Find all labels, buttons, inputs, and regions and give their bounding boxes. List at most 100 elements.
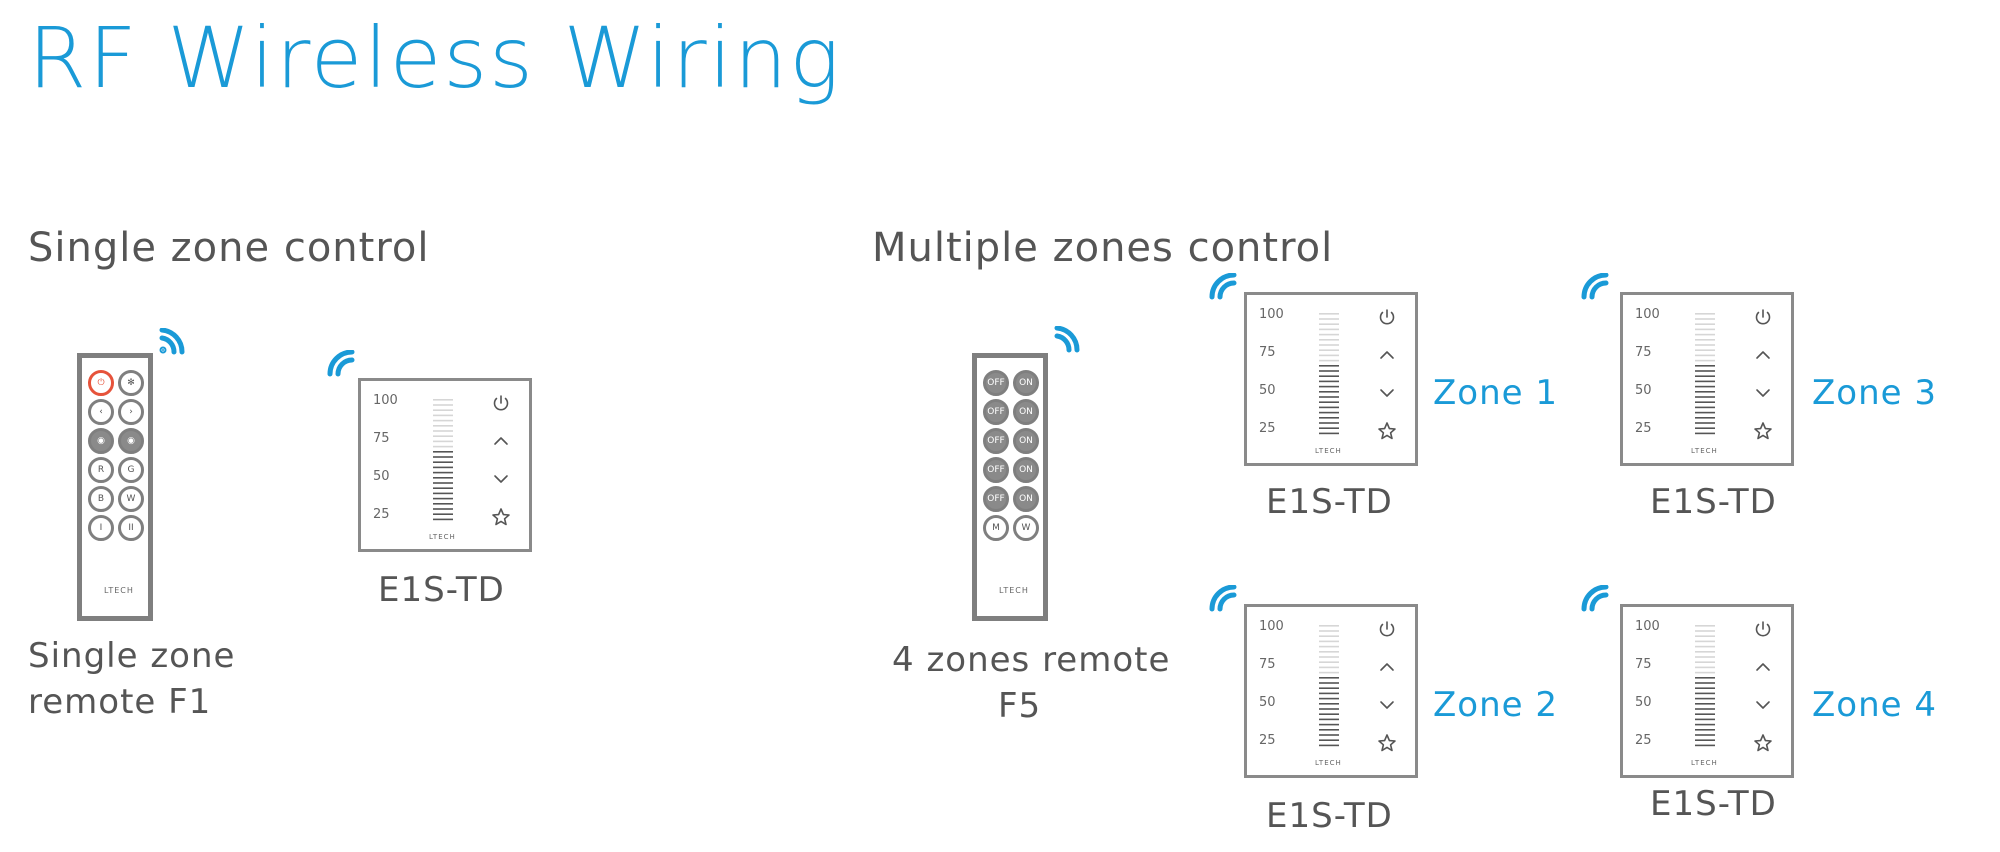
level-label: 75 [373, 431, 390, 446]
slider-segment [1319, 687, 1339, 689]
level-label: 50 [373, 469, 390, 484]
wireless-signal-icon [1204, 273, 1240, 309]
slider-segment [1695, 739, 1715, 741]
slider-segment [1319, 734, 1339, 736]
slider-segment [433, 492, 453, 495]
slider-segment [1319, 708, 1339, 710]
level-label: 50 [1259, 383, 1276, 398]
mode-button: ◉ [118, 428, 144, 454]
slider-segment [1695, 385, 1715, 388]
slider-segment [1319, 359, 1339, 362]
remote-button: R [88, 457, 114, 483]
chevron-up-icon [1753, 657, 1773, 681]
slider-segment [1319, 422, 1339, 424]
slider-segment [1319, 349, 1339, 351]
slider-segment [1695, 391, 1715, 393]
slider-segment [1319, 365, 1339, 367]
slider-segment [1319, 380, 1339, 383]
level-label: 25 [1635, 733, 1652, 748]
wireless-signal-icon [1204, 585, 1240, 621]
remote-brand-logo: LTECH [104, 586, 134, 595]
slider-segment [433, 508, 453, 510]
chevron-down-icon [491, 469, 511, 493]
slider-segment [433, 451, 453, 453]
wireless-signal-icon [156, 328, 192, 364]
slider-segment [1319, 677, 1339, 679]
remote-button: W [118, 486, 144, 512]
panel-caption: E1S-TD [1266, 796, 1393, 836]
remote-button: ON [1013, 486, 1039, 512]
slider-segment [1695, 661, 1715, 663]
wireless-signal-icon [1051, 326, 1087, 362]
slider-segment [1319, 656, 1339, 658]
slider-segment [1319, 630, 1339, 632]
slider-segment [1695, 328, 1715, 331]
remote-button: B [88, 486, 114, 512]
slider-segment [1695, 645, 1715, 648]
slider-segment [1319, 318, 1339, 320]
chevron-up-icon [491, 431, 511, 455]
chevron-down-icon [1377, 695, 1397, 719]
remote-brand-logo: LTECH [999, 586, 1029, 595]
dimming-slider [1319, 625, 1339, 747]
slider-segment [1319, 718, 1339, 721]
level-label: 75 [1259, 345, 1276, 360]
power-icon [1377, 307, 1397, 331]
slider-segment [1319, 697, 1339, 700]
slider-segment [1695, 682, 1715, 684]
multi-zone-heading: Multiple zones control [872, 225, 1334, 271]
slider-segment [1695, 417, 1715, 419]
level-label: 50 [1635, 383, 1652, 398]
zone-label: Zone 3 [1812, 373, 1937, 413]
slider-segment [1695, 723, 1715, 726]
panel-brand-logo: LTECH [1691, 447, 1718, 455]
slider-segment [433, 430, 453, 432]
slider-segment [433, 487, 453, 489]
slider-segment [1695, 344, 1715, 346]
slider-segment [433, 466, 453, 469]
slider-segment [1695, 697, 1715, 700]
slider-segment [1695, 656, 1715, 658]
slider-segment [433, 461, 453, 463]
zone-label: Zone 4 [1812, 685, 1937, 725]
slider-segment [1695, 318, 1715, 320]
slider-segment [433, 445, 453, 448]
slider-segment [1319, 406, 1339, 409]
single-zone-heading: Single zone control [28, 225, 430, 271]
remote-button: W [1013, 515, 1039, 541]
slider-segment [1319, 666, 1339, 669]
slider-segment [1319, 401, 1339, 403]
chevron-up-icon [1377, 345, 1397, 369]
slider-segment [1319, 671, 1339, 674]
slider-segment [1319, 661, 1339, 663]
slider-segment [1695, 406, 1715, 409]
remote-button: OFF [983, 428, 1009, 454]
slider-segment [1319, 635, 1339, 637]
level-label: 100 [1635, 619, 1660, 634]
slider-segment [433, 518, 453, 521]
slider-segment [433, 456, 453, 458]
slider-segment [1319, 396, 1339, 398]
slider-segment [433, 399, 453, 401]
remote-button: M [983, 515, 1009, 541]
slider-segment [1695, 651, 1715, 653]
slider-segment [433, 497, 453, 500]
slider-segment [433, 435, 453, 437]
slider-segment [1695, 635, 1715, 637]
panel-caption: E1S-TD [1650, 784, 1777, 824]
slider-segment [433, 414, 453, 417]
slider-segment [1695, 703, 1715, 705]
remote-button: I [88, 515, 114, 541]
wireless-signal-icon [1576, 585, 1612, 621]
slider-segment [1695, 432, 1715, 435]
slider-segment [1319, 328, 1339, 331]
star-icon [1377, 733, 1397, 757]
slider-segment [1695, 365, 1715, 367]
slider-segment [1319, 344, 1339, 346]
dimming-slider [1695, 625, 1715, 747]
slider-segment [1695, 718, 1715, 721]
slider-segment [1695, 354, 1715, 357]
